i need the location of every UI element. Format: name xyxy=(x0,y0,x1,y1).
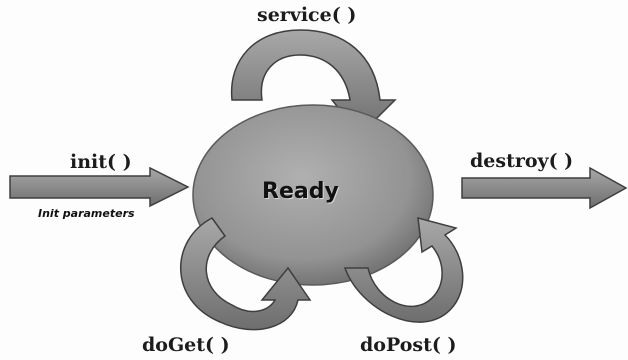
service-loop-arrow xyxy=(230,29,397,137)
destroy-label: destroy( ) xyxy=(470,150,574,172)
doget-loop-arrow xyxy=(180,217,312,331)
dopost-loop-arrow xyxy=(343,216,464,323)
dopost-label: doPost( ) xyxy=(360,334,457,356)
doget-label: doGet( ) xyxy=(142,334,230,356)
service-label: service( ) xyxy=(257,4,357,26)
destroy-arrow xyxy=(461,166,628,210)
init-arrow xyxy=(9,166,190,208)
ready-label: Ready xyxy=(262,179,339,204)
ready-state-ellipse xyxy=(192,104,434,286)
init-parameters-label: Init parameters xyxy=(38,207,135,220)
init-label: init( ) xyxy=(70,151,132,173)
